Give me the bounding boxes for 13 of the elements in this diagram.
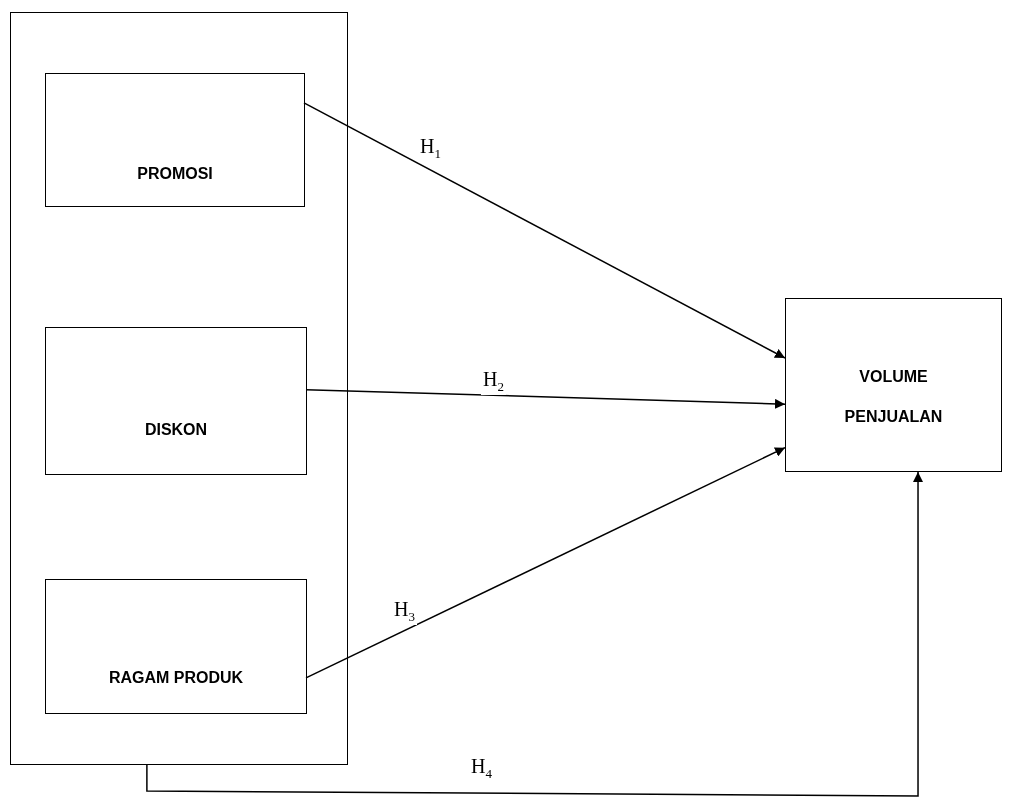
- group-box: [10, 12, 348, 765]
- arrow: [303, 102, 786, 359]
- variable-box: [785, 298, 1002, 472]
- arrow: [305, 388, 786, 409]
- variable-label: RAGAM PRODUK: [107, 668, 245, 688]
- variable-box: [45, 327, 307, 475]
- arrow: [146, 471, 923, 797]
- variable-label: VOLUME PENJUALAN: [843, 367, 944, 427]
- variable-label: DISKON: [143, 420, 209, 440]
- arrow: [305, 446, 786, 679]
- variable-box: [45, 73, 305, 207]
- variable-box: [45, 579, 307, 714]
- variable-label: PROMOSI: [136, 164, 214, 184]
